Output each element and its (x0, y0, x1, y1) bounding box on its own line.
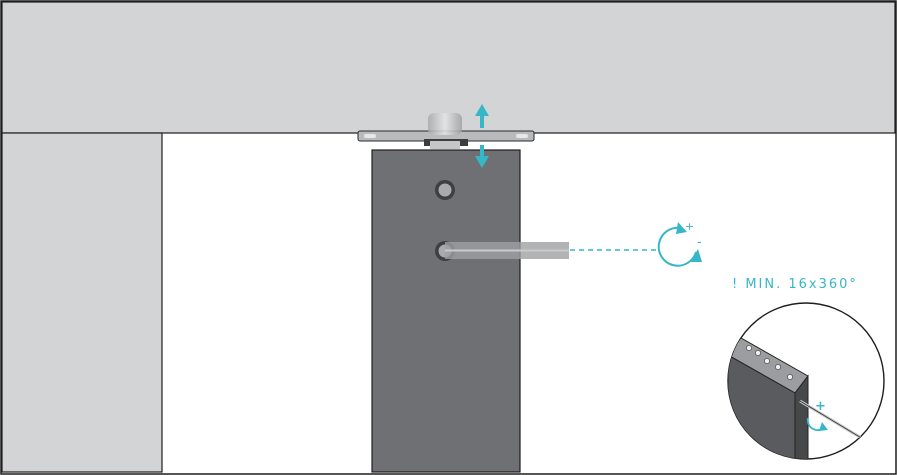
rotation-minus-sign: - (697, 235, 702, 250)
up-down-arrow-icon (475, 104, 489, 168)
rotation-plus-sign: + (685, 220, 694, 233)
side-panel (1, 132, 163, 473)
detail-leg-side (794, 374, 809, 459)
minimum-turns-note: ! MIN. 16x360° (732, 277, 858, 292)
desk-leg (371, 149, 521, 473)
rotate-plus-icon: + (806, 399, 828, 432)
detail-plus-sign: + (815, 399, 826, 414)
leveling-bolt (428, 113, 462, 149)
leg-hole-upper (435, 180, 455, 200)
rotate-clockwise-plus-minus-icon: + - (657, 220, 702, 267)
hex-key (445, 242, 569, 259)
tabletop (1, 1, 896, 134)
detail-view: + (727, 302, 885, 460)
